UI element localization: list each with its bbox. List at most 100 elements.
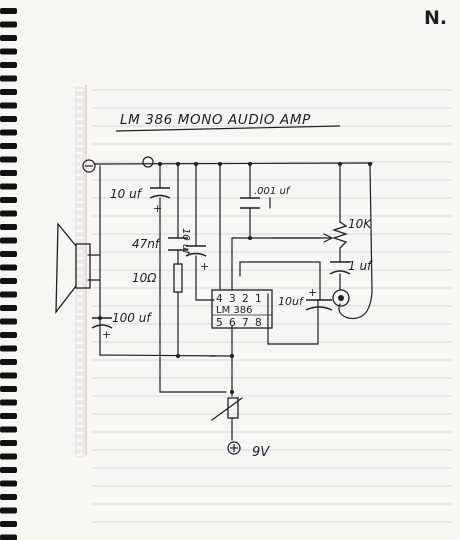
title-underline [115, 125, 341, 132]
spiral-ring [0, 372, 17, 379]
junction-dots [98, 162, 372, 394]
ruler-tick [75, 290, 85, 297]
spiral-binding [0, 8, 17, 540]
spiral-ring [0, 251, 17, 257]
spiral-ring [0, 399, 17, 406]
svg-text:+: + [308, 286, 317, 299]
resistor-10ohm [173, 263, 183, 293]
spiral-ring [0, 224, 17, 230]
ruler-tick [75, 311, 85, 318]
ruler-tick [75, 171, 85, 178]
ruler-tick [75, 437, 85, 444]
spiral-ring [0, 291, 17, 298]
label-cap-001uf: .001 uf [254, 186, 291, 197]
ruler-tick [75, 360, 85, 367]
polarity-marks: + + + + [102, 202, 317, 341]
component-labels: 10 uf 10 uf 47nf 10Ω 100 uf .001 uf 10K … [110, 186, 373, 460]
spiral-ring [0, 521, 17, 527]
spiral-ring [0, 129, 17, 136]
ruler-tick [75, 206, 85, 213]
spiral-ring [0, 264, 17, 271]
spiral-ring [0, 507, 17, 514]
spiral-ring [0, 426, 17, 433]
capacitor-1uf [329, 261, 351, 275]
ruler-tick [75, 192, 85, 199]
battery-terminal [227, 441, 241, 455]
ruler-tick [75, 381, 85, 388]
spiral-ring [0, 318, 17, 325]
label-res-10ohm: 10Ω [132, 271, 157, 285]
spiral-ring [0, 305, 17, 311]
spiral-ring [0, 183, 17, 190]
ruler-tick [75, 178, 85, 185]
spiral-ring [0, 345, 17, 352]
ruler-tick [75, 402, 85, 409]
capacitor-10uf-top [149, 187, 171, 199]
spiral-ring [0, 8, 17, 14]
trimmer-box [227, 397, 239, 419]
ruler-tick [75, 374, 85, 381]
ruler-tick [75, 423, 85, 430]
spiral-ring [0, 467, 17, 473]
potentiometer-10k [331, 221, 349, 249]
margin-ruler [75, 87, 85, 458]
ruler-tick [75, 129, 85, 136]
ruler-tick [75, 346, 85, 353]
spiral-ring [0, 75, 17, 82]
capacitor-10uf-vertical [185, 245, 207, 257]
spiral-ring [0, 89, 17, 95]
spiral-ring [0, 143, 17, 149]
label-cap-1uf: 1 uf [348, 259, 373, 273]
ruler-tick [75, 136, 85, 143]
svg-text:+: + [102, 328, 111, 341]
speaker-symbol [55, 222, 91, 314]
ruler-tick [75, 388, 85, 395]
spiral-ring [0, 102, 17, 109]
spiral-ring [0, 170, 17, 176]
spiral-ring [0, 21, 17, 28]
spiral-ring [0, 534, 17, 540]
ruler-tick [75, 325, 85, 332]
spiral-ring [0, 197, 17, 203]
schematic-title: LM 386 MONO AUDIO AMP [120, 112, 311, 128]
capacitor-001uf [240, 197, 260, 209]
ruler-tick [75, 213, 85, 220]
spiral-ring [0, 156, 17, 163]
chip-pins-top: 4 3 2 1 [216, 293, 263, 305]
label-cap-10uf-vertical: 10 uf [180, 228, 191, 255]
ruler-tick [75, 409, 85, 416]
ruler-tick [75, 143, 85, 150]
label-cap-10uf-top: 10 uf [110, 187, 143, 201]
spiral-ring [0, 440, 17, 446]
ruler-tick [75, 185, 85, 192]
ruler-tick [75, 199, 85, 206]
ruled-lines [92, 89, 452, 523]
ruler-tick [75, 122, 85, 129]
ruler-tick [75, 150, 85, 157]
input-jack [332, 289, 350, 307]
spiral-ring [0, 386, 17, 392]
spiral-ring [0, 48, 17, 55]
spiral-ring [0, 278, 17, 284]
ruler-tick [75, 367, 85, 374]
ruler-tick [75, 87, 85, 94]
ruler-tick [75, 101, 85, 108]
label-cap-10uf-right: 10uf [278, 295, 305, 308]
spiral-ring [0, 453, 17, 460]
ruler-tick [75, 115, 85, 122]
spiral-ring [0, 480, 17, 487]
ruler-tick [75, 227, 85, 234]
ruler-tick [75, 108, 85, 115]
spiral-ring [0, 62, 17, 68]
ground-symbol [82, 156, 154, 173]
svg-text:+: + [200, 260, 209, 273]
ruler-tick [75, 451, 85, 458]
label-cap-100uf: 100 uf [112, 311, 152, 325]
ruler-tick [75, 318, 85, 325]
ruler-tick [75, 157, 85, 164]
spiral-ring [0, 116, 17, 122]
left-return-wire [99, 165, 233, 357]
chip-pins-bottom: 5 6 7 8 [216, 317, 263, 329]
ruler-tick [75, 304, 85, 311]
spiral-ring [0, 332, 17, 338]
